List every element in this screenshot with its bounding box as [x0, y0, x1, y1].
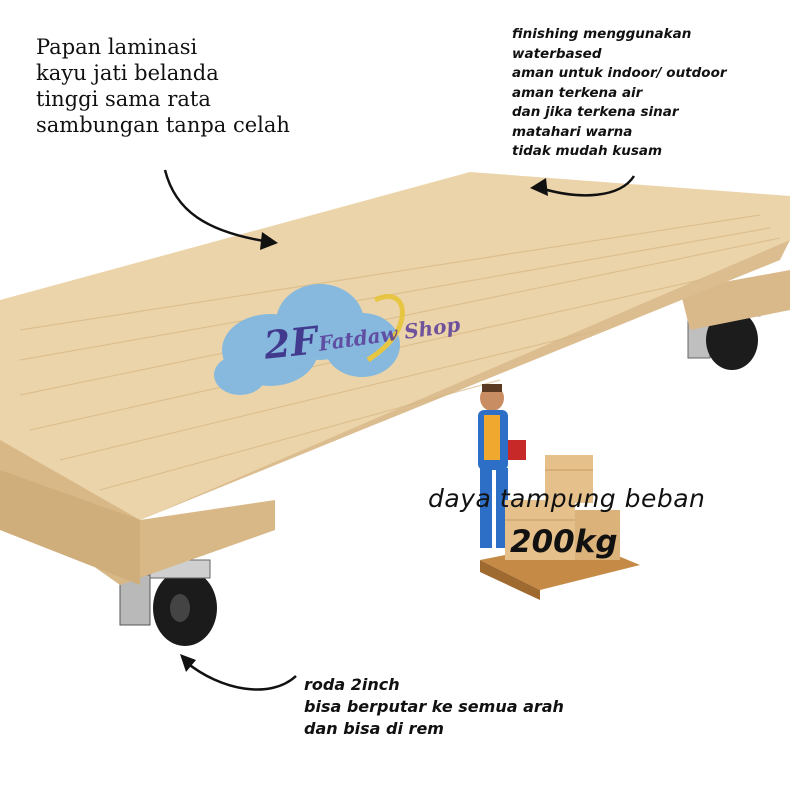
wood-support-front	[0, 440, 275, 585]
wheel-line: dan bisa di rem	[304, 719, 444, 738]
finishing-line: tidak mudah kusam	[512, 143, 663, 159]
capacity-value: 200kg	[510, 524, 618, 560]
material-description: Papan laminasi kayu jati belanda tinggi …	[36, 34, 290, 138]
finishing-line: aman terkena air	[512, 84, 643, 101]
caster-wheel-front-left	[119, 559, 217, 646]
finishing-description: finishing menggunakan waterbased aman un…	[512, 25, 727, 162]
board-front-face	[0, 470, 140, 585]
material-line: kayu jati belanda	[36, 61, 219, 85]
finishing-line: matahari warna	[512, 123, 633, 140]
capacity-label: daya tampung beban	[428, 484, 706, 513]
wheel-line: bisa berputar ke semua arah	[304, 697, 564, 716]
arrow-to-board	[163, 169, 271, 244]
watermark-cloud	[214, 284, 405, 395]
cargo-boxes-icon	[480, 455, 640, 600]
material-line: sambungan tanpa celah	[36, 113, 290, 137]
material-line: Papan laminasi	[36, 35, 198, 59]
finishing-line: dan jika terkena sinar	[512, 104, 679, 120]
arrow-to-wheel	[185, 661, 297, 691]
worker-figure-icon	[478, 384, 526, 548]
arrow-to-finishing	[539, 175, 636, 197]
finishing-line: waterbased	[512, 45, 602, 62]
watermark-logo-mark: 2F	[261, 317, 320, 368]
finishing-line: finishing menggunakan	[512, 26, 692, 42]
finishing-line: aman untuk indoor/ outdoor	[512, 65, 727, 81]
material-line: tinggi sama rata	[36, 87, 211, 111]
wheel-description: roda 2inch bisa berputar ke semua arah d…	[304, 674, 564, 740]
wheel-line: roda 2inch	[304, 675, 400, 694]
